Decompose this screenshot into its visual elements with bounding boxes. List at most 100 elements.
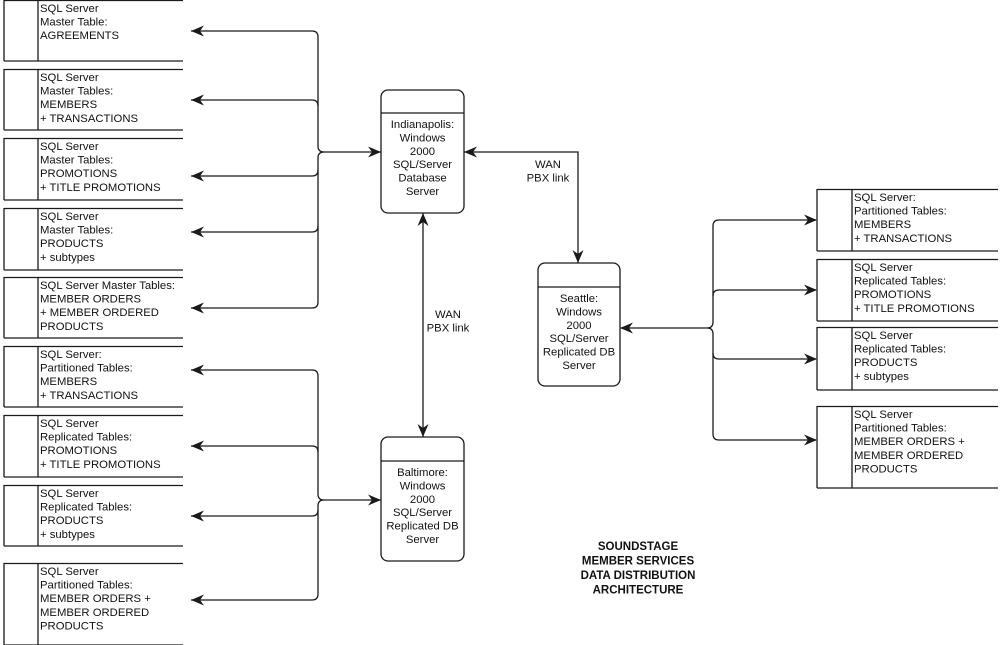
arrowhead-icon [191,364,204,376]
table-box-label-line: PROMOTIONS [854,289,932,301]
baltimore-branch-connector [191,445,319,453]
connectors [191,25,817,606]
table-box-label-line: + TRANSACTIONS [40,390,138,402]
arrowhead-icon [572,250,584,263]
baltimore-branch-connector [191,369,319,377]
arrowhead-icon [804,353,817,365]
table-box-label-line: AGREEMENTS [40,30,120,42]
table-box-label-line: + TRANSACTIONS [40,113,138,125]
table-box-label-line: Master Tables: [40,225,113,237]
table-box-label-line: Replicated Tables: [40,432,132,444]
server-node-frame [537,262,621,387]
diagram-title: ARCHITECTURE [593,585,684,597]
table-box-label-line: PRODUCTS [40,515,104,527]
table-box-label-line: Partitioned Tables: [40,363,133,375]
arrowhead-icon [368,146,381,158]
table-box-label-line: + TITLE PROMOTIONS [40,182,161,194]
table-box-label-line: + MEMBER ORDERED [40,307,159,319]
table-box-label-line: + TITLE PROMOTIONS [854,303,975,315]
indianapolis-branch-connector [191,99,319,107]
arrowhead-icon [804,284,817,296]
table-box-label-line: + subtypes [40,252,95,264]
table-box-label-line: SQL Server [40,141,99,153]
table-box-label-line: + subtypes [854,371,909,383]
table-box-label-line: MEMBERS [40,99,98,111]
arrowhead-icon [191,25,204,37]
server-node-frame [380,89,465,214]
arrowhead-icon [464,146,477,158]
arrowhead-icon [191,226,204,238]
table-box-label-line: MEMBER ORDERED [40,607,149,619]
baltimore-server-node: Baltimore:Windows2000SQL/ServerReplicate… [380,436,465,562]
diagram-title: MEMBER SERVICES [582,556,695,568]
seattle-server-node: Seattle:Windows2000SQL/ServerReplicated … [537,262,621,387]
server-node-label-line: Seattle: [560,293,598,305]
table-box-label-line: Master Table: [40,17,108,29]
table-box-label-line: SQL Server [40,3,99,15]
table-box-label-line: PROMOTIONS [40,445,118,457]
table-box-label-line: MEMBERS [40,376,98,388]
indianapolis-table-box: SQL Server Master Tables: MEMBER ORDERS+ … [3,276,183,339]
arrowhead-icon [191,94,204,106]
arrowhead-icon [417,213,429,226]
server-node-label-line: Database [398,173,446,185]
table-box-label-line: SQL Server [40,418,99,430]
baltimore-bus-line [317,376,325,594]
arrowhead-icon [620,322,633,334]
table-box-label-line: PROMOTIONS [40,168,118,180]
server-node-label-line: Replicated DB [543,347,615,359]
server-node-label-line: Replicated DB [386,521,458,533]
arrowhead-icon [191,594,204,606]
server-node-label-line: Windows [400,480,446,492]
table-box-label-line: Partitioned Tables: [40,580,133,592]
wan-link-label: WAN [535,159,561,171]
table-box-label-line: + TRANSACTIONS [854,233,952,245]
server-node-label-line: 2000 [566,320,591,332]
seattle-branch-connector [712,219,816,227]
table-box-label-line: MEMBER ORDERS + [854,436,965,448]
server-node-label-line: Windows [556,306,602,318]
table-box-label-line: MEMBER ORDERS + [40,593,151,605]
seattle-branch-connector [712,433,816,441]
indianapolis-branch-connector [191,169,319,177]
seattle-branch-connector [712,352,816,360]
table-box-label-line: PRODUCTS [854,357,918,369]
table-box-label-line: SQL Server [854,262,913,274]
wan-link-label: WAN [435,309,461,321]
table-box-label-line: SQL Server [40,566,99,578]
server-node-label-line: SQL/Server [393,159,452,171]
table-box-label-line: + TITLE PROMOTIONS [40,459,161,471]
table-box-label-line: SQL Server: [854,192,916,204]
indianapolis-seattle-wan-link [464,151,579,263]
table-box-label-line: Master Tables: [40,155,113,167]
table-box-label-line: MEMBER ORDERS [40,294,142,306]
table-box-label-line: Partitioned Tables: [854,206,947,218]
server-nodes: Indianapolis:Windows2000SQL/ServerDataba… [380,89,621,562]
server-node-label-line: 2000 [410,494,435,506]
server-node-label-line: Server [406,186,440,198]
seattle-bus-line [706,226,714,434]
table-box-label-line: SQL Server [40,211,99,223]
wan-link-label: PBX link [427,322,470,334]
table-box-label-line: SQL Server Master Tables: [40,280,175,292]
indianapolis-branch-connector [191,301,319,309]
table-box-label-line: Replicated Tables: [854,344,946,356]
table-box-label-line: SQL Server [854,409,913,421]
server-node-label-line: Server [406,534,440,546]
seattle-branch-connector [712,289,816,297]
table-box-label-line: + subtypes [40,529,95,541]
table-box-label-line: SQL Server [854,330,913,342]
seattle-table-box: SQL Server:Partitioned Tables:MEMBERS+ T… [816,188,998,252]
table-box-label-line: SQL Server: [40,349,102,361]
server-node-label-line: Windows [400,132,446,144]
arrowhead-icon [191,170,204,182]
